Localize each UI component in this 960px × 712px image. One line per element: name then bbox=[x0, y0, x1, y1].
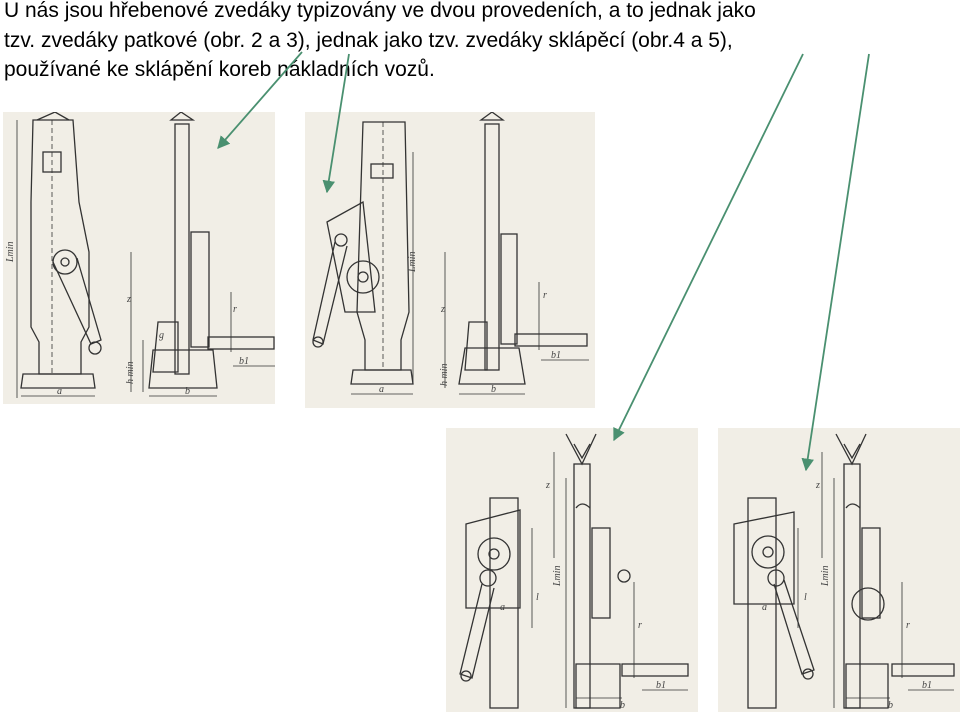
label-hmin: h min bbox=[125, 362, 136, 385]
label-a: a bbox=[500, 602, 505, 613]
label-z: z bbox=[815, 480, 820, 491]
figure-foot-jack-1: Lmin z r g h min a b b1 bbox=[3, 112, 275, 404]
label-a: a bbox=[762, 602, 767, 613]
label-b1: b1 bbox=[551, 350, 561, 361]
figure-foot-jack-2: Lmin z r h min a b b1 bbox=[305, 112, 595, 408]
label-hmin: h min bbox=[439, 364, 450, 387]
label-b1: b1 bbox=[239, 356, 249, 367]
label-r: r bbox=[233, 304, 237, 315]
text-line-1: U nás jsou hřebenové zvedáky typizovány … bbox=[4, 0, 756, 22]
label-lmin: Lmin bbox=[5, 241, 16, 263]
text-line-3: používané ke sklápění koreb nákladních v… bbox=[4, 58, 435, 81]
label-z: z bbox=[440, 304, 445, 315]
label-r: r bbox=[543, 290, 547, 301]
label-z: z bbox=[545, 480, 550, 491]
tipping-jack-2-drawing: z Lmin l a r b b1 bbox=[733, 433, 955, 711]
figure-tipping-jack-2: z Lmin l a r b b1 bbox=[718, 428, 960, 712]
label-b: b bbox=[620, 700, 625, 711]
intro-paragraph: U nás jsou hřebenové zvedáky typizovány … bbox=[4, 0, 954, 85]
label-b1: b1 bbox=[656, 680, 666, 691]
label-b: b bbox=[888, 700, 893, 711]
label-l: l bbox=[536, 592, 539, 603]
label-a: a bbox=[57, 386, 62, 397]
foot-jack-1-drawing: Lmin z r g h min a b b1 bbox=[5, 112, 275, 398]
label-lmin: Lmin bbox=[407, 251, 418, 273]
label-b: b bbox=[185, 386, 190, 397]
label-lmin: Lmin bbox=[820, 565, 831, 587]
text-line-2: tzv. zvedáky patkové (obr. 2 a 3), jedna… bbox=[4, 28, 733, 52]
label-r: r bbox=[638, 620, 642, 631]
arrow-to-fig-4 bbox=[613, 53, 804, 442]
label-r: r bbox=[906, 620, 910, 631]
label-l: l bbox=[804, 592, 807, 603]
label-g: g bbox=[159, 330, 164, 341]
label-z: z bbox=[126, 294, 131, 305]
label-a: a bbox=[379, 384, 384, 395]
arrow-to-fig-5 bbox=[801, 53, 870, 472]
label-b: b bbox=[491, 384, 496, 395]
label-lmin: Lmin bbox=[552, 565, 563, 587]
figure-tipping-jack-1: z Lmin l a r b b1 bbox=[446, 428, 698, 712]
foot-jack-2-drawing: Lmin z r h min a b b1 bbox=[312, 112, 589, 395]
tipping-jack-1-drawing: z Lmin l a r b b1 bbox=[459, 433, 689, 711]
label-b1: b1 bbox=[922, 680, 932, 691]
